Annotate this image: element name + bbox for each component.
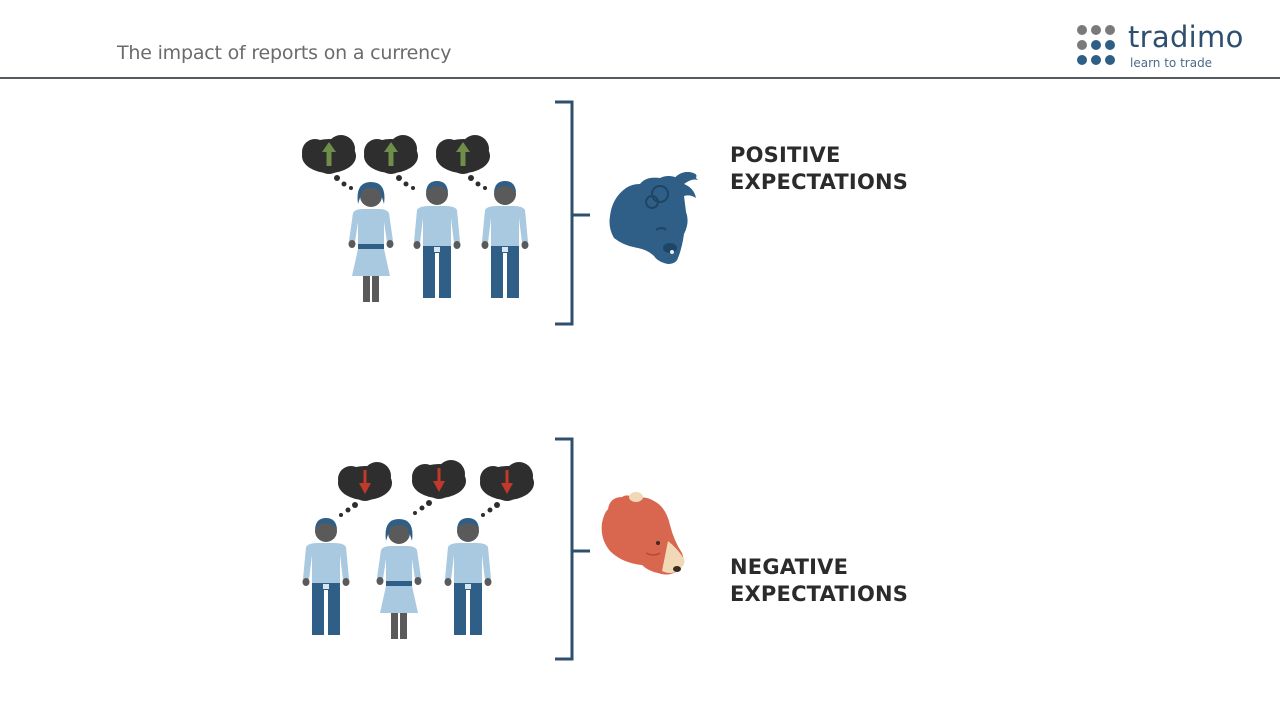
person-man-1 (413, 181, 461, 298)
thought-cloud-1 (338, 462, 392, 501)
thought-cloud-2 (364, 135, 418, 174)
person-man-1 (302, 518, 350, 635)
negative-section: NEGATIVE EXPECTATIONS (0, 437, 1280, 663)
positive-section: POSITIVE EXPECTATIONS (0, 100, 1280, 326)
bracket-positive (555, 100, 590, 326)
thought-cloud-3 (480, 462, 534, 501)
bracket-negative (555, 437, 590, 661)
person-woman (348, 182, 394, 302)
person-man-2 (444, 518, 492, 635)
negative-label-line2: EXPECTATIONS (730, 582, 909, 606)
positive-label-line2: EXPECTATIONS (730, 170, 909, 194)
person-man-2 (481, 181, 529, 298)
negative-label: NEGATIVE EXPECTATIONS (730, 554, 908, 608)
person-woman (376, 519, 422, 639)
header-divider (0, 77, 1280, 79)
pessimistic-people-group (302, 460, 534, 639)
thought-cloud-3 (436, 135, 490, 174)
positive-label: POSITIVE EXPECTATIONS (730, 142, 908, 196)
optimistic-people-group (302, 135, 529, 302)
negative-label-line1: NEGATIVE (730, 555, 849, 579)
bear-icon (601, 492, 685, 575)
tradimo-logo[interactable]: tradimo learn to trade (1076, 20, 1266, 72)
thought-cloud-2 (412, 460, 466, 499)
logo-wordmark: tradimo (1128, 20, 1244, 54)
logo-tagline: learn to trade (1130, 56, 1213, 70)
logo-dots-icon (1077, 25, 1115, 65)
positive-label-line1: POSITIVE (730, 143, 841, 167)
thought-cloud-1 (302, 135, 356, 174)
bull-icon (609, 172, 698, 264)
page-title: The impact of reports on a currency (117, 42, 452, 64)
